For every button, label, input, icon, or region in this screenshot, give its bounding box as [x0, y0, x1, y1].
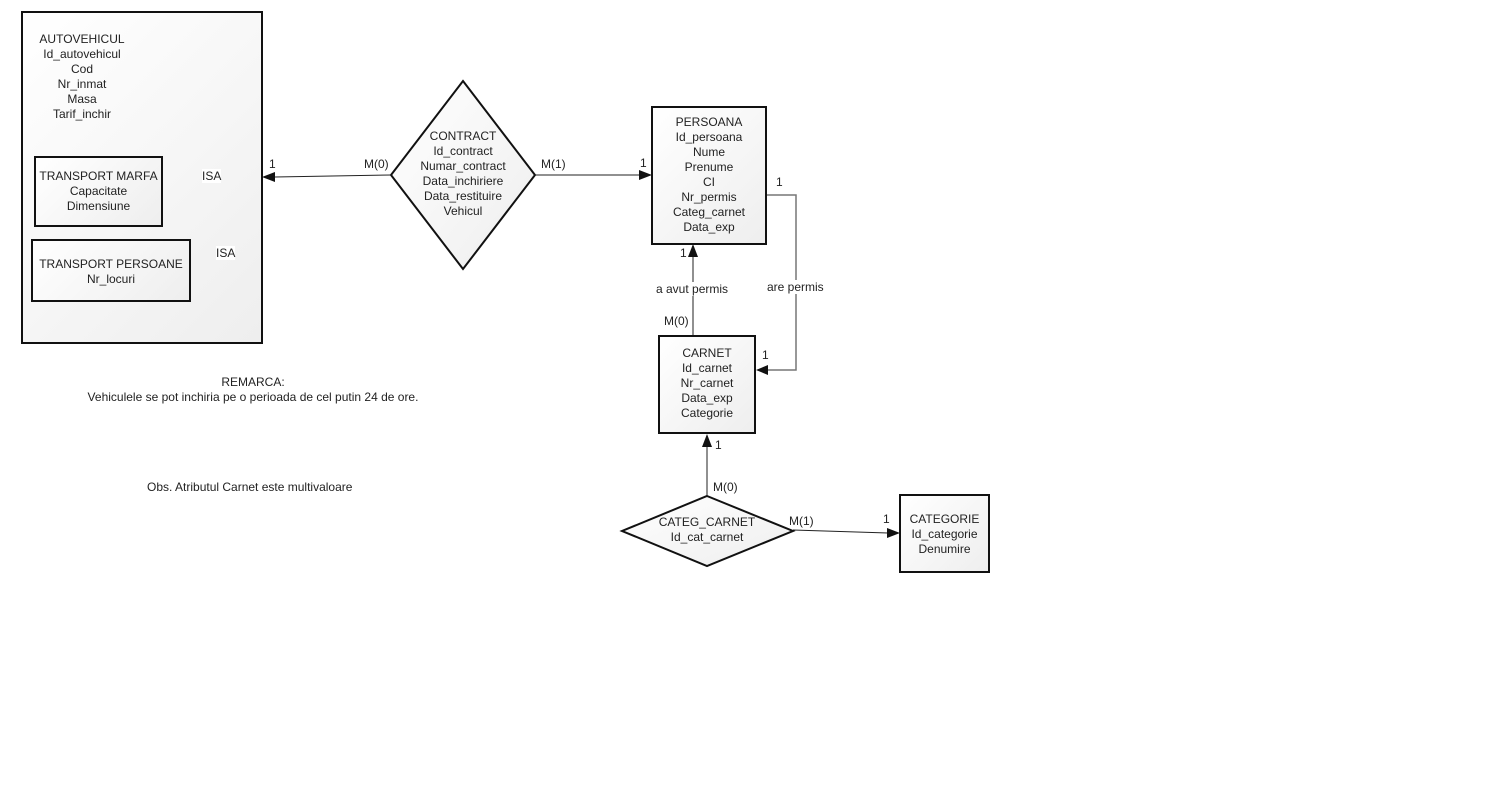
- entity-name: TRANSPORT PERSOANE: [39, 257, 183, 271]
- entity-name: CARNET: [682, 346, 732, 360]
- attribute: Prenume: [684, 160, 734, 174]
- attribute: Capacitate: [69, 184, 128, 198]
- remark-title: REMARCA:: [221, 375, 285, 389]
- entity-transport-persoane[interactable]: TRANSPORT PERSOANE Nr_locuri: [31, 239, 191, 302]
- categ-carnet-categorie-arrow: [887, 528, 900, 538]
- entity-transport-marfa[interactable]: TRANSPORT MARFA Capacitate Dimensiune: [34, 156, 163, 227]
- attribute: Vehicul: [443, 204, 483, 218]
- categ-carnet-diamond[interactable]: [619, 494, 796, 568]
- relationship-contract-text: CONTRACT Id_contract Numar_contract Data…: [403, 129, 523, 219]
- attribute: Id_categorie: [911, 527, 978, 541]
- entity-name: CATEGORIE: [909, 512, 980, 526]
- relationship-name: CONTRACT: [429, 129, 497, 143]
- cardinality-label: 1: [883, 512, 890, 526]
- categ-carnet-categorie-line[interactable]: [792, 529, 889, 534]
- attribute: Nr_locuri: [86, 272, 135, 286]
- attribute: Id_contract: [433, 144, 493, 158]
- cardinality-label: M(1): [541, 157, 566, 171]
- attribute: Id_cat_carnet: [670, 530, 744, 544]
- a-avut-permis-arrow: [688, 244, 698, 257]
- attribute: Data_exp: [681, 391, 733, 405]
- relationship-a-avut-permis-label: a avut permis: [656, 282, 729, 296]
- attribute: Cod: [70, 62, 93, 76]
- attribute: CI: [703, 175, 715, 189]
- cardinality-label: M(0): [713, 480, 738, 494]
- attribute: Id_carnet: [681, 361, 733, 375]
- contract-autovehicul-line[interactable]: [274, 174, 392, 178]
- cardinality-label: 1: [762, 348, 769, 362]
- remark-text: Vehiculele se pot inchiria pe o perioada…: [87, 390, 419, 404]
- categ-carnet-carnet-arrow: [702, 434, 712, 447]
- relationship-categ-carnet-text: CATEG_CARNET Id_cat_carnet: [647, 515, 767, 545]
- isa-label-marfa: ISA: [202, 169, 222, 183]
- attribute: Denumire: [918, 542, 971, 556]
- cardinality-label: 1: [680, 246, 687, 260]
- attribute: Tarif_inchir: [52, 107, 112, 121]
- isa-label-persoane: ISA: [216, 246, 236, 260]
- relationship-are-permis-label: are permis: [767, 280, 824, 294]
- attribute: Nume: [692, 145, 725, 159]
- entity-persoana[interactable]: PERSOANA Id_persoana Nume Prenume CI Nr_…: [651, 106, 767, 245]
- attribute: Dimensiune: [66, 199, 131, 213]
- cardinality-label: 1: [269, 157, 276, 171]
- cardinality-label: M(0): [664, 314, 689, 328]
- attribute: Data_restituire: [423, 189, 503, 203]
- entity-name: TRANSPORT MARFA: [39, 169, 158, 183]
- attribute: Masa: [67, 92, 97, 106]
- relationship-name: CATEG_CARNET: [658, 515, 756, 529]
- entity-carnet[interactable]: CARNET Id_carnet Nr_carnet Data_exp Cate…: [658, 335, 756, 434]
- remark-note: REMARCA: Vehiculele se pot inchiria pe o…: [83, 375, 423, 405]
- attribute: Id_autovehicul: [43, 47, 121, 61]
- cardinality-label: 1: [715, 438, 722, 452]
- cardinality-label: M(1): [789, 514, 814, 528]
- contract-autovehicul-arrow: [262, 172, 275, 182]
- attribute: Data_exp: [683, 220, 735, 234]
- entity-name: PERSOANA: [675, 115, 743, 129]
- cardinality-label: 1: [640, 156, 647, 170]
- contract-diamond[interactable]: [389, 79, 537, 271]
- attribute: Categorie: [680, 406, 734, 420]
- attribute: Id_persoana: [675, 130, 743, 144]
- attribute: Categ_carnet: [672, 205, 746, 219]
- attribute: Nr_inmat: [57, 77, 107, 91]
- attribute: Nr_permis: [681, 190, 737, 204]
- cardinality-label: 1: [776, 175, 783, 189]
- entity-categorie[interactable]: CATEGORIE Id_categorie Denumire: [899, 494, 990, 573]
- attribute: Numar_contract: [420, 159, 506, 173]
- are-permis-arrow: [756, 365, 768, 375]
- attribute: Data_inchiriere: [422, 174, 504, 188]
- entity-name: AUTOVEHICUL: [39, 32, 125, 46]
- obs-note: Obs. Atributul Carnet este multivaloare: [147, 480, 353, 494]
- cardinality-label: M(0): [364, 157, 389, 171]
- attribute: Nr_carnet: [680, 376, 734, 390]
- contract-persoana-arrow: [639, 170, 652, 180]
